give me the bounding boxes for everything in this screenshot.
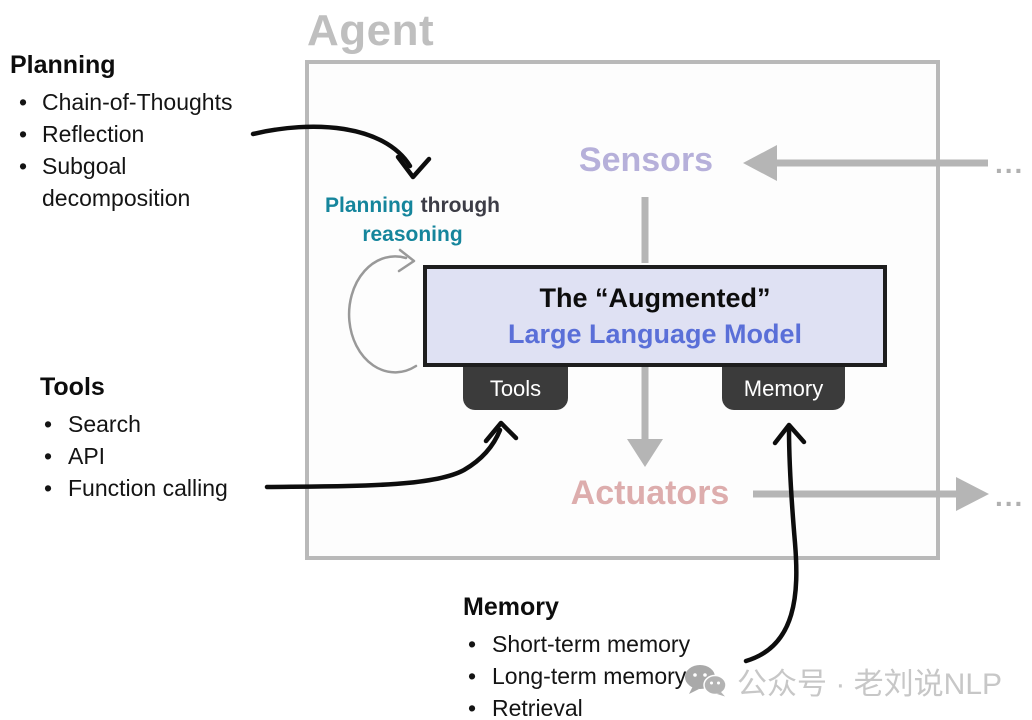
list-item: Search [40, 408, 320, 440]
list-item: Function calling [40, 472, 320, 504]
list-item: Reflection [10, 118, 250, 150]
ellipsis-top: ... [995, 148, 1025, 179]
list-item: Chain-of-Thoughts [10, 86, 250, 118]
agent-title: Agent [307, 6, 435, 55]
augmented-llm-box: The “Augmented” Large Language Model [423, 265, 887, 367]
tools-panel: Tools Search API Function calling [40, 372, 320, 504]
planning-through-reasoning-note: Planning through reasoning [310, 191, 515, 249]
note-reasoning-text: reasoning [362, 223, 463, 246]
memory-tab: Memory [722, 367, 845, 410]
tools-panel-heading: Tools [40, 373, 105, 401]
planning-panel-list: Chain-of-Thoughts Reflection Subgoal dec… [10, 86, 250, 214]
list-item: Subgoal decomposition [10, 150, 250, 214]
note-line-2: reasoning [310, 220, 515, 249]
wechat-icon [685, 665, 727, 697]
watermark-text: 公众号 · 老刘说NLP [737, 668, 1003, 701]
note-line-1: Planning through [310, 191, 515, 220]
list-item: Retrieval [463, 692, 763, 720]
watermark: 公众号 · 老刘说NLP [684, 659, 1002, 703]
memory-panel-heading: Memory [463, 593, 559, 621]
tools-panel-list: Search API Function calling [40, 408, 320, 504]
list-item: Short-term memory [463, 628, 763, 660]
memory-panel: Memory Short-term memory Long-term memor… [463, 592, 763, 720]
actuators-label: Actuators [570, 474, 730, 512]
note-planning-text: Planning [325, 194, 414, 217]
llm-title-line2: Large Language Model [507, 319, 803, 349]
llm-title-line1: The “Augmented” [539, 283, 771, 313]
memory-panel-list: Short-term memory Long-term memory Retri… [463, 628, 763, 720]
sensors-label: Sensors [578, 141, 714, 179]
planning-panel: Planning Chain-of-Thoughts Reflection Su… [10, 50, 250, 214]
actuators-output-arrowhead [956, 477, 989, 511]
note-through-text: through [420, 194, 500, 217]
ellipsis-bottom: ... [995, 481, 1025, 512]
list-item: Long-term memory [463, 660, 763, 692]
tools-tab: Tools [463, 367, 568, 410]
planning-panel-heading: Planning [10, 51, 116, 79]
list-item: API [40, 440, 320, 472]
